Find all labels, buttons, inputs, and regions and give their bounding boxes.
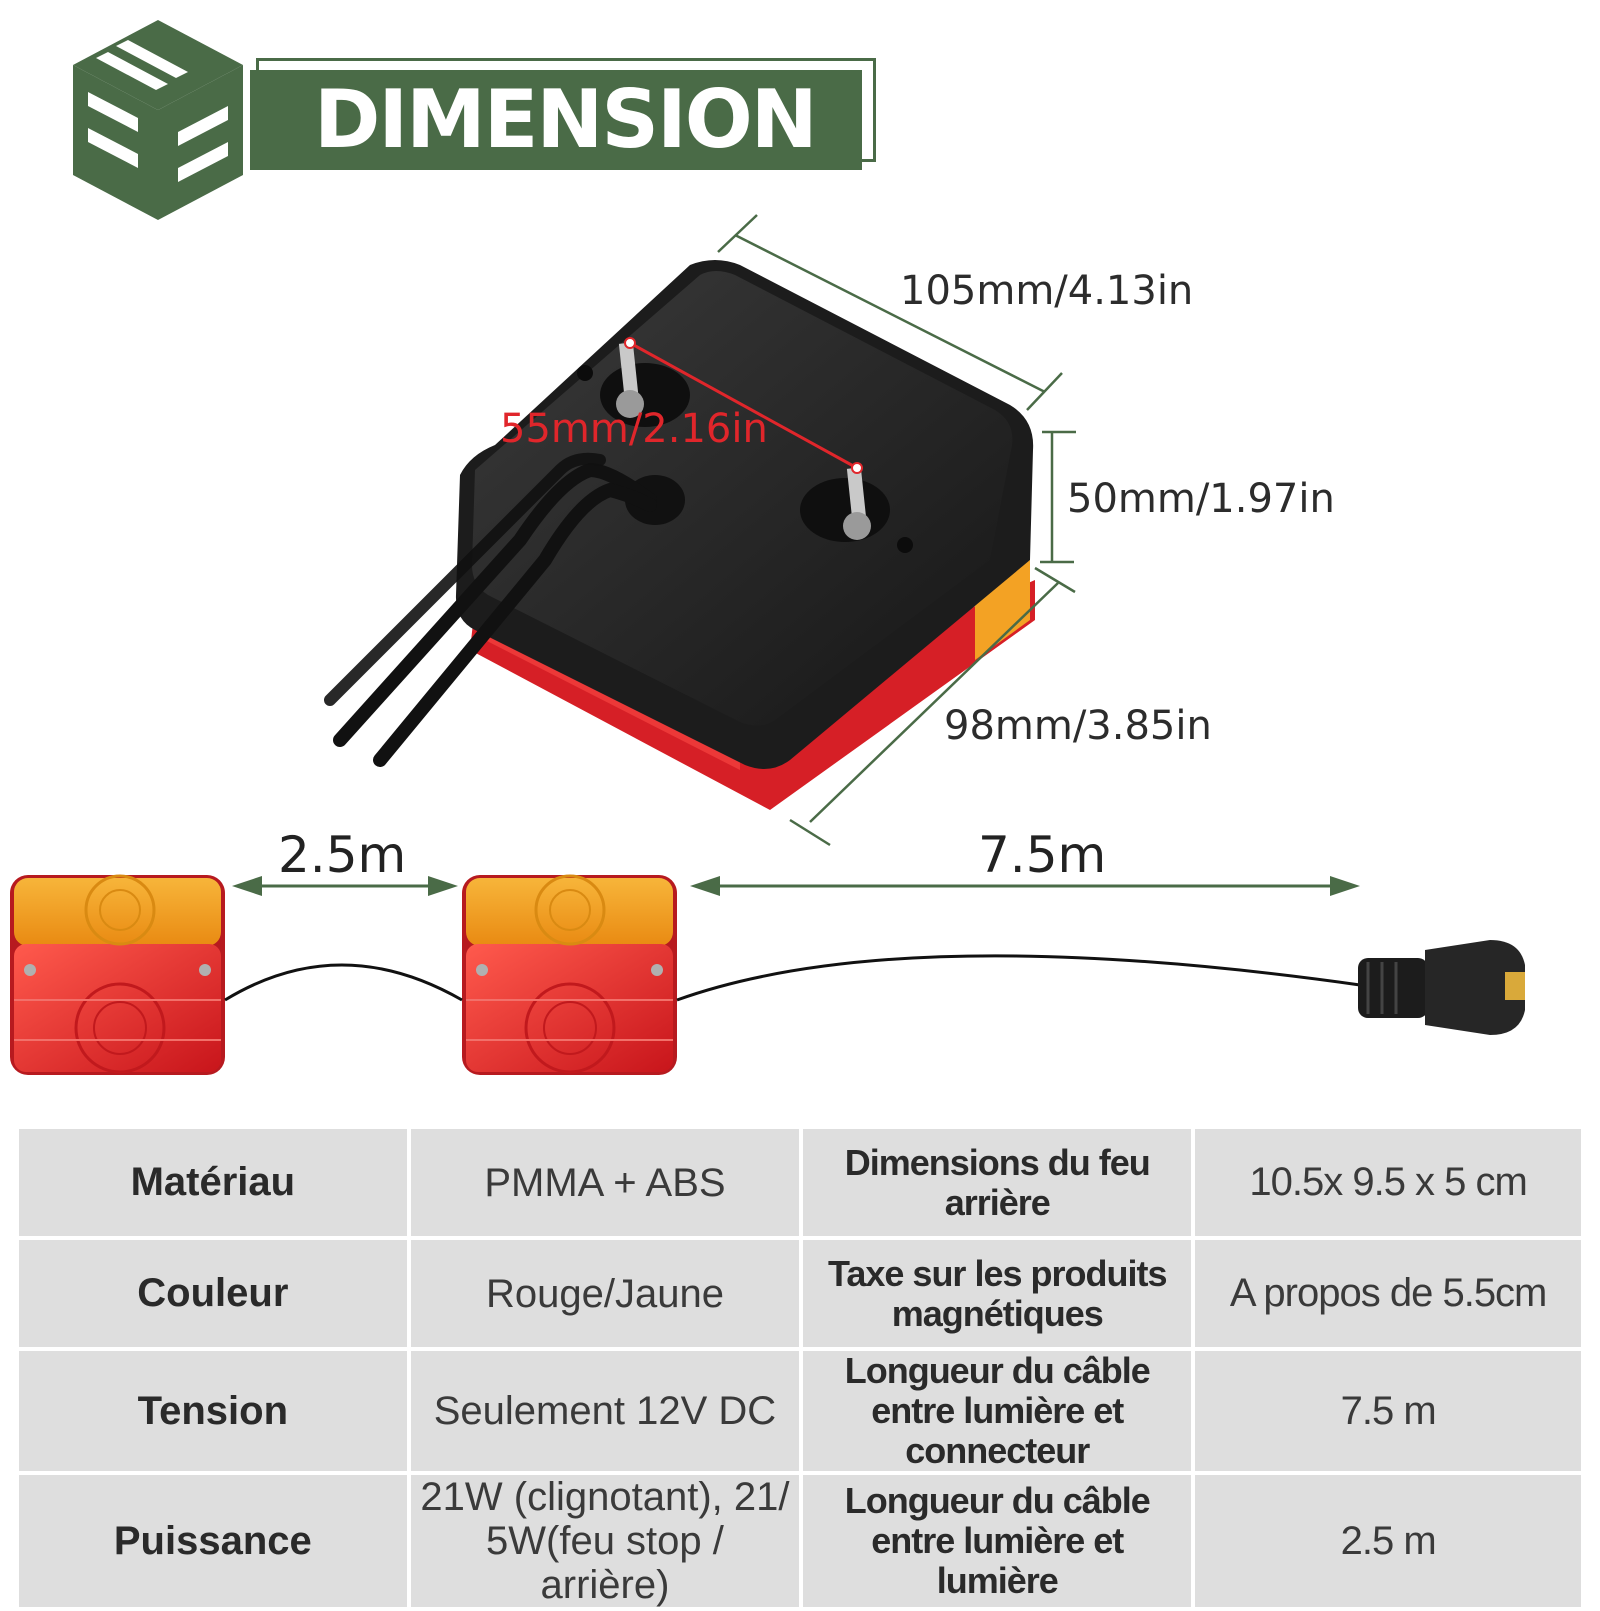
spec-value: 10.5x 9.5 x 5 cm	[1195, 1129, 1581, 1236]
spec-label: Couleur	[19, 1240, 407, 1347]
width-dimension-label: 105mm/4.13in	[900, 268, 1194, 314]
height-dimension-label: 98mm/3.85in	[944, 703, 1212, 749]
spec-label: Tension	[19, 1351, 407, 1471]
cube-logo-icon	[73, 20, 243, 220]
tail-light-front-1	[10, 874, 225, 1075]
spec-label: Dimensions du feu arrière	[803, 1129, 1192, 1236]
spec-label: Longueur du câble entre lumière et conne…	[803, 1351, 1192, 1471]
page-title: DIMENSION	[314, 73, 818, 166]
header-banner: DIMENSION	[250, 58, 880, 174]
spec-value: A propos de 5.5cm	[1195, 1240, 1581, 1347]
table-row: Puissance 21W (clignotant), 21/ 5W(feu s…	[19, 1475, 1581, 1607]
spec-label: Puissance	[19, 1475, 407, 1607]
spec-value: Rouge/Jaune	[410, 1240, 800, 1347]
product-diagram	[10, 214, 1525, 1075]
dimension-lines	[717, 214, 1076, 847]
table-row: Couleur Rouge/Jaune Taxe sur les produit…	[19, 1240, 1581, 1347]
tail-light-back-view	[455, 260, 1035, 810]
depth-dimension-label: 50mm/1.97in	[1067, 476, 1335, 522]
tail-light-front-2	[462, 874, 677, 1075]
length-arrows	[232, 876, 1360, 896]
spec-label: Matériau	[19, 1129, 407, 1236]
spec-value: 21W (clignotant), 21/ 5W(feu stop / arri…	[410, 1475, 800, 1607]
table-row: Matériau PMMA + ABS Dimensions du feu ar…	[19, 1129, 1581, 1236]
spec-value: PMMA + ABS	[410, 1129, 800, 1236]
cable-length-between-lights: 2.5m	[278, 826, 407, 884]
cable-lines	[224, 954, 1361, 1002]
connector-plug-icon	[1358, 940, 1525, 1035]
cable-bundle	[324, 452, 657, 767]
table-row: Tension Seulement 12V DC Longueur du câb…	[19, 1351, 1581, 1471]
spec-table: Matériau PMMA + ABS Dimensions du feu ar…	[15, 1125, 1585, 1611]
cable-length-to-connector: 7.5m	[978, 826, 1107, 884]
spec-label: Taxe sur les produits magnétiques	[803, 1240, 1192, 1347]
spec-value: 7.5 m	[1195, 1351, 1581, 1471]
bolt-spacing-label: 55mm/2.16in	[500, 406, 768, 452]
spec-value: 2.5 m	[1195, 1475, 1581, 1607]
spec-label: Longueur du câble entre lumière et lumiè…	[803, 1475, 1192, 1607]
spec-value: Seulement 12V DC	[410, 1351, 800, 1471]
bolt-spacing-line	[629, 341, 858, 470]
